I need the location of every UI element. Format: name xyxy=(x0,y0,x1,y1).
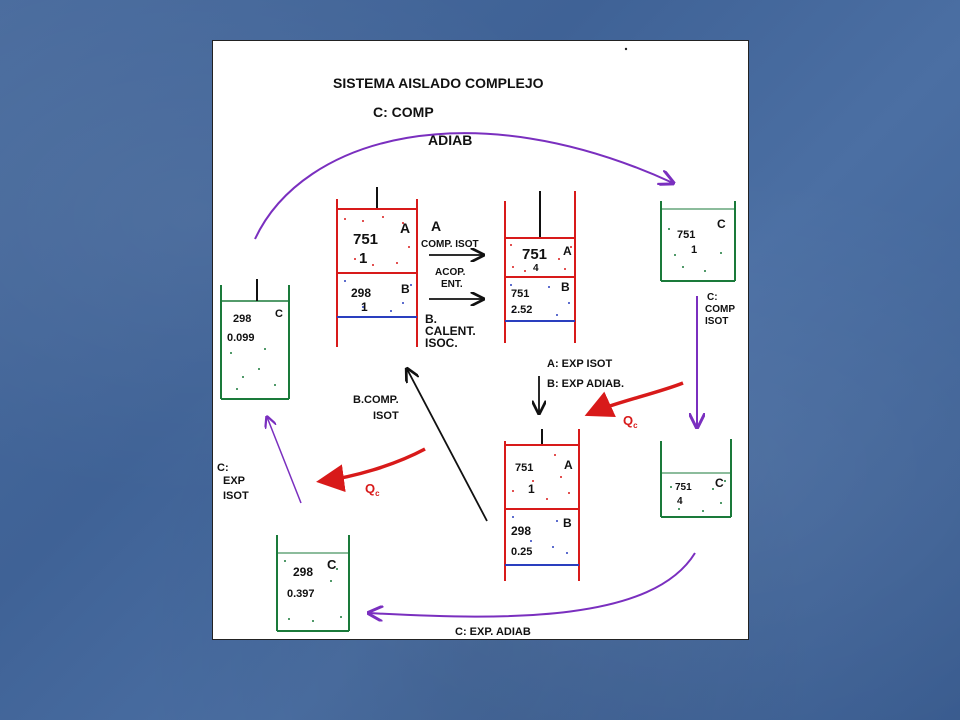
c-mid-right-temp: 751 xyxy=(675,482,692,493)
arrow1-below-calent: CALENT. xyxy=(425,324,476,338)
cyl-top-b-temp: 298 xyxy=(351,286,371,300)
c-top-right-letter: C xyxy=(717,217,726,231)
cyl-top-b-vol: 1 xyxy=(361,300,368,314)
cyl-right-a-letter: A xyxy=(563,244,572,258)
arrow1-label-acop: ACOP. xyxy=(435,267,466,278)
c-exp-adiab-label: C: EXP. ADIAB xyxy=(455,626,531,638)
c-left-temp: 298 xyxy=(233,313,251,325)
arrow-bcomp-isot xyxy=(407,369,488,522)
particles-red xyxy=(512,454,570,500)
cylinder-center-top: 751 1 A 298 1 B xyxy=(336,187,418,347)
cyl-right-b-temp: 751 xyxy=(511,288,529,300)
top-process-label-1: C: COMP xyxy=(373,104,434,120)
diagram-slide: SISTEMA AISLADO COMPLEJO C: COMP ADIAB 7… xyxy=(212,40,749,640)
cyl-right-b-vol: 2.52 xyxy=(511,304,532,316)
arc-c-comp-adiab xyxy=(254,132,673,240)
process-diagram: SISTEMA AISLADO COMPLEJO C: COMP ADIAB 7… xyxy=(217,47,736,638)
bcomp-label-1: B.COMP. xyxy=(353,394,399,406)
c-top-right-vol: 1 xyxy=(691,244,697,256)
cyl-top-a-letter: A xyxy=(400,220,410,236)
arrow1-label-a: A xyxy=(431,218,441,234)
arrow1-label-ent: ENT. xyxy=(441,279,463,290)
top-process-label-2: ADIAB xyxy=(428,132,472,148)
bcomp-label-2: ISOT xyxy=(373,410,399,422)
c-bottom-left-letter: C xyxy=(327,557,337,572)
c-bottom-left-temp: 298 xyxy=(293,565,313,579)
c-exp-isot-1: C: xyxy=(217,462,229,474)
cylinder-c-top-right: 751 1 C xyxy=(660,201,736,282)
cylinder-c-bottom-left: 298 0.397 C xyxy=(276,535,350,632)
c-comp-isot-2: COMP xyxy=(705,304,735,315)
c-exp-isot-3: ISOT xyxy=(223,490,249,502)
c-comp-isot-1: C: xyxy=(707,292,718,303)
cyl-right-a-vol: 4 xyxy=(533,263,539,274)
cyl-right-a-temp: 751 xyxy=(522,246,547,263)
c-bottom-left-vol: 0.397 xyxy=(287,588,315,600)
c-mid-right-letter: C xyxy=(715,476,724,490)
particles-blue xyxy=(510,284,570,316)
diagram-title: SISTEMA AISLADO COMPLEJO xyxy=(333,75,544,91)
cyl-bottom-a-temp: 751 xyxy=(515,462,533,474)
arrow1-below-isoc: ISOC. xyxy=(425,336,458,350)
c-comp-isot-3: ISOT xyxy=(705,316,728,327)
particles-blue xyxy=(344,280,412,312)
particles-red xyxy=(344,216,410,266)
arrow1-below-b: B. xyxy=(425,312,437,326)
c-mid-right-vol: 4 xyxy=(677,496,683,507)
cyl-bottom-a-letter: A xyxy=(564,458,573,472)
cyl-bottom-b-temp: 298 xyxy=(511,524,531,538)
down-label-a: A: EXP ISOT xyxy=(547,358,612,370)
cyl-bottom-b-vol: 0.25 xyxy=(511,546,532,558)
cylinder-c-mid-right: 751 4 C xyxy=(660,439,732,518)
arrow1-label-comp-isot: COMP. ISOT xyxy=(421,239,479,250)
heat-arrow-right xyxy=(584,381,684,418)
cyl-top-a-vol: 1 xyxy=(359,250,367,267)
cyl-bottom-b-letter: B xyxy=(563,516,572,530)
heat-label-right: Qc xyxy=(623,413,638,430)
cylinder-c-left: 298 0.099 C xyxy=(220,279,290,400)
cyl-bottom-a-vol: 1 xyxy=(528,482,535,496)
c-top-right-temp: 751 xyxy=(677,229,695,241)
cyl-top-b-letter: B xyxy=(401,282,410,296)
cyl-top-a-temp: 751 xyxy=(353,231,378,248)
arrow-c-exp-isot xyxy=(267,417,302,504)
particles-red xyxy=(510,244,572,272)
c-left-letter: C xyxy=(275,308,283,320)
speck xyxy=(624,47,628,51)
c-exp-isot-2: EXP xyxy=(223,475,245,487)
heat-label-left: Qc xyxy=(365,481,380,498)
down-label-b: B: EXP ADIAB. xyxy=(547,378,624,390)
cyl-right-b-letter: B xyxy=(561,280,570,294)
arc-c-exp-adiab xyxy=(369,552,696,617)
cylinder-center-bottom: 751 1 A 298 0.25 B xyxy=(504,429,580,581)
c-left-vol: 0.099 xyxy=(227,332,255,344)
heat-arrow-left xyxy=(316,447,426,493)
particles-blue xyxy=(512,516,568,554)
cylinder-center-right: 751 4 A 751 2.52 B xyxy=(504,191,576,343)
